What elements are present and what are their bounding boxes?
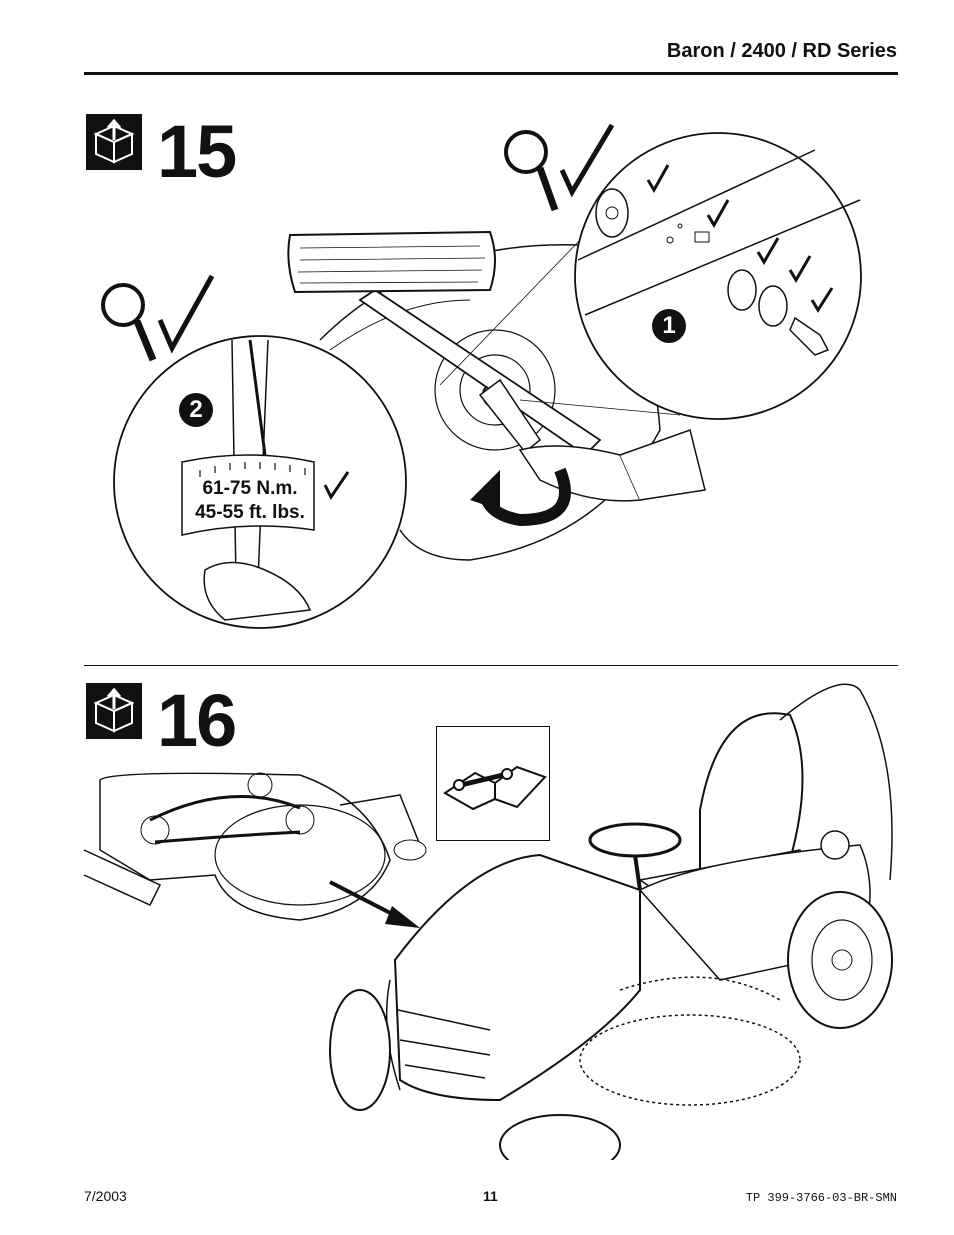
deck-removal-illustration	[83, 683, 893, 1160]
callout-2: 2	[179, 393, 213, 427]
callout-1: 1	[652, 309, 686, 343]
torque-spec: 61-75 N.m. 45-55 ft. lbs.	[186, 477, 314, 525]
blade-install-illustration	[101, 123, 862, 629]
step-number-15: 15	[157, 110, 237, 193]
page-number: 11	[483, 1188, 498, 1204]
torque-ftlbs: 45-55 ft. lbs.	[195, 502, 305, 523]
step-number-16: 16	[157, 679, 237, 762]
box-icon	[86, 114, 142, 170]
torque-nm: 61-75 N.m.	[202, 478, 298, 499]
box-icon	[86, 683, 142, 739]
section-divider	[84, 665, 898, 666]
manual-icon	[436, 726, 550, 841]
header-rule	[84, 72, 898, 75]
footer-date: 7/2003	[84, 1188, 127, 1204]
header-title: Baron / 2400 / RD Series	[666, 40, 897, 62]
document-code: TP 399-3766-03-BR-SMN	[745, 1191, 897, 1205]
